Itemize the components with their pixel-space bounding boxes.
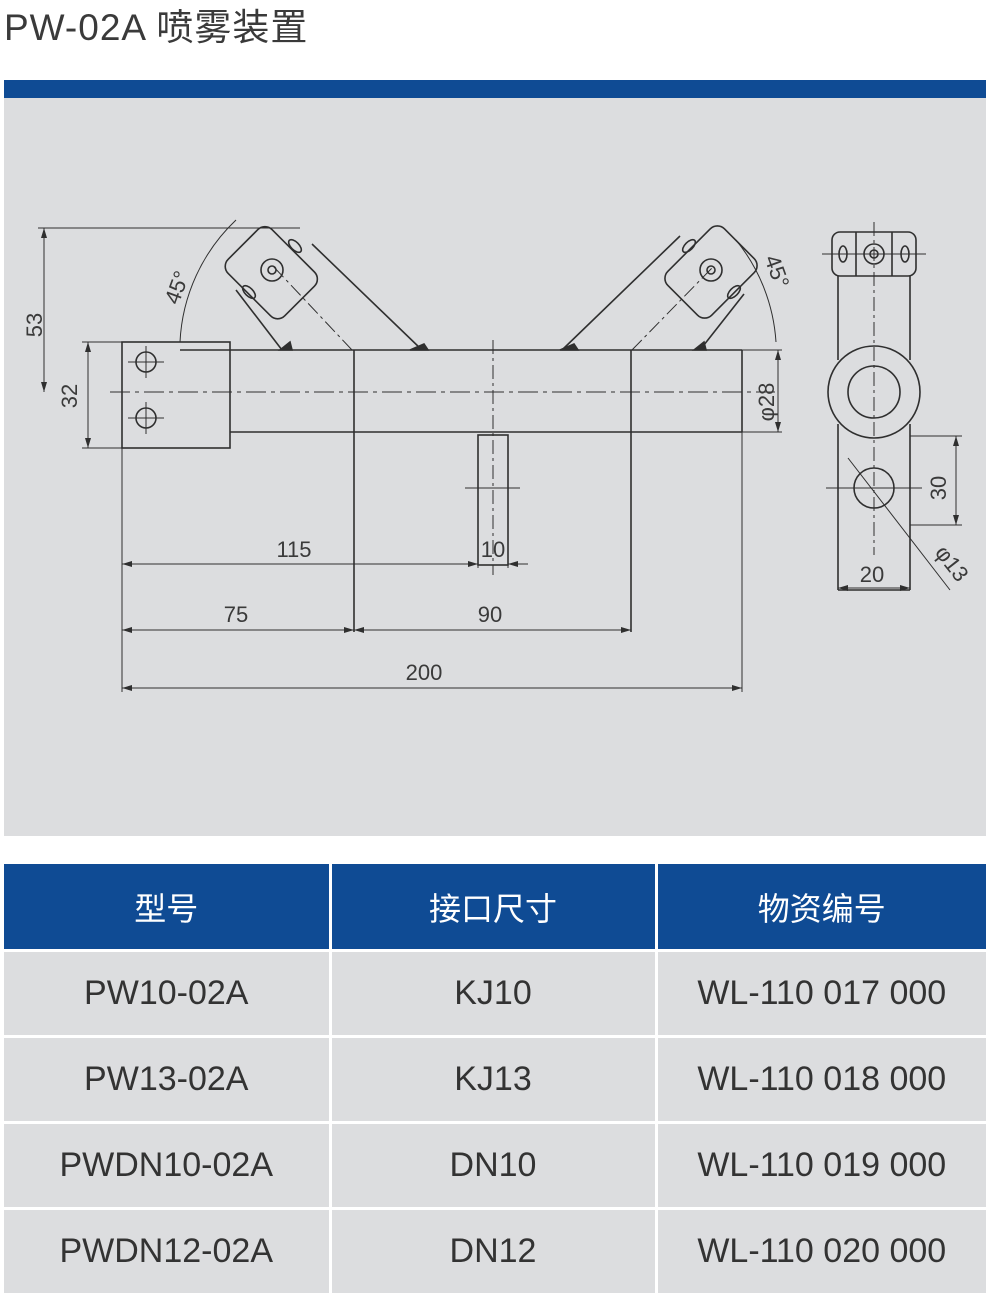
dim-45-right-label: 45°: [760, 252, 795, 292]
left-nozzle-ring: [260, 258, 284, 282]
table-row: PW13-02A KJ13 WL-110 018 000: [4, 1035, 986, 1123]
header-material-number: 物资编号: [654, 864, 986, 951]
weld-mark-2: [409, 343, 430, 351]
technical-drawing: 53 32 45° 45° φ28 115 10 75 90 200 30 20…: [22, 219, 974, 692]
table-row: PW10-02A KJ10 WL-110 017 000: [4, 949, 986, 1037]
right-arm-inner: [561, 235, 681, 351]
mounting-block: [121, 341, 231, 449]
dim-30-label: 30: [926, 476, 951, 500]
left-nozzle-slot-a: [287, 238, 303, 254]
weld-mark-1: [277, 340, 294, 351]
cell-interface-size: DN12: [328, 1207, 656, 1293]
right-nozzle-head: [664, 225, 758, 319]
dim-75-label: 75: [224, 602, 248, 627]
dim-200-label: 200: [406, 660, 443, 685]
weld-mark-4: [691, 340, 708, 351]
dim-115-label: 115: [276, 537, 311, 562]
dim-13-leader: [847, 457, 951, 591]
dim-28-label: φ28: [754, 383, 779, 422]
weld-mark-3: [559, 343, 580, 351]
cell-interface-size: KJ13: [328, 1035, 656, 1123]
cell-model: PW13-02A: [4, 1035, 330, 1123]
cell-interface-size: KJ10: [328, 949, 656, 1037]
right-nozzle-ring: [699, 258, 723, 282]
left-nozzle-head: [224, 225, 319, 320]
cell-model: PW10-02A: [4, 949, 330, 1037]
cell-model: PWDN10-02A: [4, 1121, 330, 1209]
table-header-row: 型号 接口尺寸 物资编号: [4, 864, 986, 951]
left-nozzle-slot-b: [241, 284, 257, 300]
dim-10-label: 10: [481, 537, 505, 562]
technical-drawing-panel: 53 32 45° 45° φ28 115 10 75 90 200 30 20…: [4, 98, 986, 836]
left-arm-axis: [271, 264, 353, 351]
left-nozzle-core: [267, 265, 277, 275]
right-arm-outer: [699, 293, 745, 351]
cell-interface-size: DN10: [328, 1121, 656, 1209]
arrowheads: [41, 228, 781, 691]
table-row: PWDN10-02A DN10 WL-110 019 000: [4, 1121, 986, 1209]
dim-13-label: φ13: [930, 540, 974, 586]
drawing-geometry: [38, 219, 962, 692]
right-nozzle-slot-b: [726, 284, 742, 300]
cell-material-number: WL-110 019 000: [654, 1121, 986, 1209]
cell-material-number: WL-110 017 000: [654, 949, 986, 1037]
cell-material-number: WL-110 020 000: [654, 1207, 986, 1293]
page-title: PW-02A 喷雾装置: [4, 7, 309, 48]
dim-32-label: 32: [57, 384, 82, 408]
side-main-pipe: [827, 345, 921, 439]
right-nozzle-core: [706, 265, 716, 275]
header-interface-size: 接口尺寸: [328, 864, 656, 951]
right-nozzle-slot-a: [681, 238, 697, 254]
header-rule: [4, 80, 986, 98]
dim-20-label: 20: [860, 562, 884, 587]
dim-45-left-label: 45°: [160, 268, 195, 308]
dim-90-label: 90: [478, 602, 502, 627]
cell-material-number: WL-110 018 000: [654, 1035, 986, 1123]
arc-45-left: [179, 219, 237, 343]
cell-model: PWDN12-02A: [4, 1207, 330, 1293]
dim-53-label: 53: [22, 313, 47, 337]
table-row: PWDN12-02A DN12 WL-110 020 000: [4, 1207, 986, 1293]
arc-45-right: [735, 239, 777, 343]
right-arm-axis: [631, 267, 713, 351]
left-arm-outer: [235, 289, 283, 351]
header-model: 型号: [4, 864, 330, 951]
left-arm-inner: [311, 243, 423, 351]
spec-table: 型号 接口尺寸 物资编号 PW10-02A KJ10 WL-110 017 00…: [4, 864, 986, 1293]
